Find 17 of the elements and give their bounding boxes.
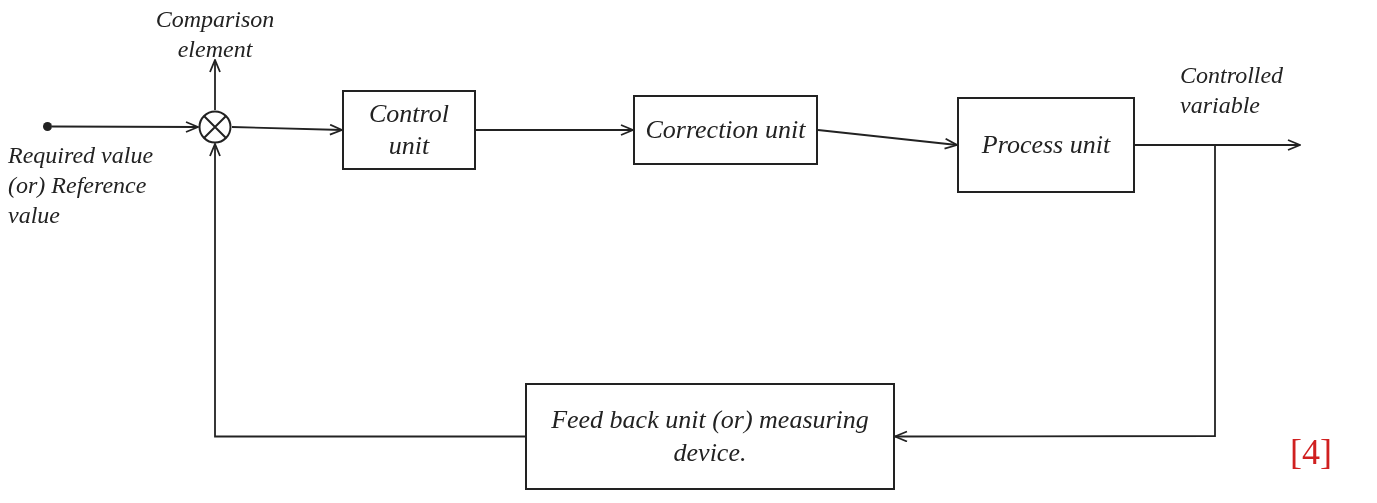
- arrow: [817, 129, 958, 150]
- start-point: [43, 122, 52, 131]
- output-label: Controlled variable: [1180, 61, 1285, 120]
- question-number: [4]: [1290, 431, 1332, 474]
- summing-junction: [198, 110, 232, 144]
- input-label: Required value (or) Reference value: [8, 141, 155, 230]
- arrow: [51, 121, 199, 133]
- arrow: [209, 59, 221, 111]
- annotation-text: Comparison element: [120, 8, 310, 60]
- arrow: [231, 123, 343, 136]
- arrow: [894, 144, 1216, 443]
- arrow: [475, 124, 634, 136]
- process-box: Process unit: [957, 97, 1135, 193]
- process-box: Correction unit: [633, 95, 818, 165]
- process-box: Control unit: [342, 90, 476, 170]
- arrow: [209, 143, 526, 438]
- process-box: Feed back unit (or) measuring device.: [525, 383, 895, 490]
